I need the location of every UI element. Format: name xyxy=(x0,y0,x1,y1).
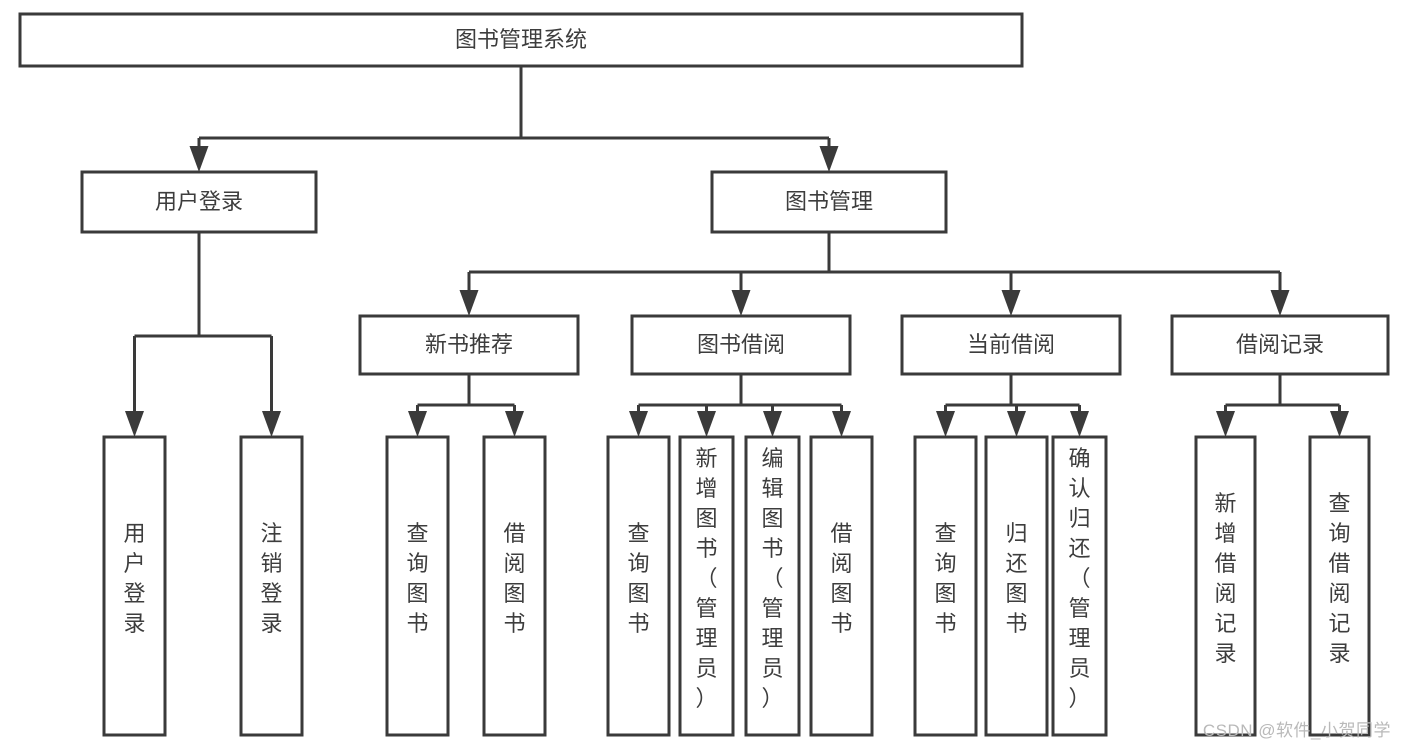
node-records[interactable]: 借阅记录 xyxy=(1170,314,1390,376)
arrow-head-icon xyxy=(832,411,851,437)
node-box[interactable] xyxy=(913,435,978,737)
node-box[interactable] xyxy=(744,435,801,737)
node-label: 归还图书 xyxy=(1005,521,1027,636)
node-label: 查询图书 xyxy=(406,521,428,636)
node-label: 查询借阅记录 xyxy=(1328,491,1350,666)
arrow-head-icon xyxy=(1001,290,1021,316)
arrow-head-icon xyxy=(697,411,716,437)
arrow-head-icon xyxy=(1007,411,1026,437)
node-leaf-user-logout[interactable]: 注销登录 xyxy=(239,435,304,737)
arrow-head-icon xyxy=(125,411,144,437)
node-label: 查询图书 xyxy=(627,521,649,636)
node-leaf-user-login[interactable]: 用户登录 xyxy=(102,435,167,737)
arrow-head-icon xyxy=(459,290,479,316)
arrow-head-icon xyxy=(731,290,751,316)
node-label: 图书管理系统 xyxy=(455,27,587,52)
node-leaf-rec-query[interactable]: 查询借阅记录 xyxy=(1308,435,1371,737)
node-leaf-cur-query[interactable]: 查询图书 xyxy=(913,435,978,737)
arrow-head-icon xyxy=(408,411,427,437)
node-label: 查询图书 xyxy=(934,521,956,636)
node-box[interactable] xyxy=(1194,435,1257,737)
node-root[interactable]: 图书管理系统 xyxy=(18,12,1024,68)
node-label: 用户登录 xyxy=(123,521,145,636)
node-current[interactable]: 当前借阅 xyxy=(900,314,1122,376)
node-box[interactable] xyxy=(358,314,580,376)
node-label: 图书管理 xyxy=(785,189,873,214)
node-label: 新增图书（管理员） xyxy=(695,446,717,711)
node-leaf-borrow-add[interactable]: 新增图书（管理员） xyxy=(678,435,735,737)
node-leaf-borrow-lend[interactable]: 借阅图书 xyxy=(809,435,874,737)
node-leaf-new-query[interactable]: 查询图书 xyxy=(385,435,450,737)
node-label: 新增借阅记录 xyxy=(1214,491,1236,666)
node-leaf-borrow-edit[interactable]: 编辑图书（管理员） xyxy=(744,435,801,737)
node-label: 借阅图书 xyxy=(503,521,525,636)
edge-layer xyxy=(125,66,1349,437)
node-label: 编辑图书（管理员） xyxy=(761,446,783,711)
watermark-text: CSDN @软件_小贺同学 xyxy=(1202,721,1391,740)
node-box[interactable] xyxy=(385,435,450,737)
arrow-head-icon xyxy=(819,146,839,172)
node-box[interactable] xyxy=(1051,435,1108,737)
arrow-head-icon xyxy=(763,411,782,437)
node-leaf-new-borrow[interactable]: 借阅图书 xyxy=(482,435,547,737)
node-box[interactable] xyxy=(710,170,948,234)
node-box[interactable] xyxy=(630,314,852,376)
arrow-head-icon xyxy=(936,411,955,437)
node-label: 确认归还（管理员） xyxy=(1068,446,1090,711)
node-label: 新书推荐 xyxy=(425,332,513,357)
node-box[interactable] xyxy=(80,170,318,234)
node-newbook[interactable]: 新书推荐 xyxy=(358,314,580,376)
arrow-head-icon xyxy=(1216,411,1235,437)
node-label: 借阅记录 xyxy=(1236,332,1324,357)
node-box[interactable] xyxy=(239,435,304,737)
arrow-head-icon xyxy=(189,146,209,172)
node-label: 图书借阅 xyxy=(697,332,785,357)
node-leaf-cur-return[interactable]: 归还图书 xyxy=(984,435,1049,737)
node-box[interactable] xyxy=(900,314,1122,376)
arrow-head-icon xyxy=(1330,411,1349,437)
arrow-head-icon xyxy=(262,411,281,437)
node-leaf-borrow-query[interactable]: 查询图书 xyxy=(606,435,671,737)
node-bookmgmt[interactable]: 图书管理 xyxy=(710,170,948,234)
arrow-head-icon xyxy=(1070,411,1089,437)
node-box[interactable] xyxy=(1308,435,1371,737)
arrow-head-icon xyxy=(1270,290,1290,316)
node-leaf-cur-confirm[interactable]: 确认归还（管理员） xyxy=(1051,435,1108,737)
node-layer: 图书管理系统用户登录图书管理新书推荐图书借阅当前借阅借阅记录用户登录注销登录查询… xyxy=(18,12,1390,737)
node-box[interactable] xyxy=(1170,314,1390,376)
node-label: 用户登录 xyxy=(155,189,243,214)
node-box[interactable] xyxy=(678,435,735,737)
node-borrow[interactable]: 图书借阅 xyxy=(630,314,852,376)
arrow-head-icon xyxy=(629,411,648,437)
node-label: 借阅图书 xyxy=(830,521,852,636)
node-box[interactable] xyxy=(809,435,874,737)
node-box[interactable] xyxy=(606,435,671,737)
node-login[interactable]: 用户登录 xyxy=(80,170,318,234)
node-label: 当前借阅 xyxy=(967,332,1055,357)
arrow-head-icon xyxy=(505,411,524,437)
node-box[interactable] xyxy=(102,435,167,737)
node-box[interactable] xyxy=(482,435,547,737)
node-box[interactable] xyxy=(984,435,1049,737)
node-leaf-rec-add[interactable]: 新增借阅记录 xyxy=(1194,435,1257,737)
node-box[interactable] xyxy=(18,12,1024,68)
node-label: 注销登录 xyxy=(260,521,282,636)
